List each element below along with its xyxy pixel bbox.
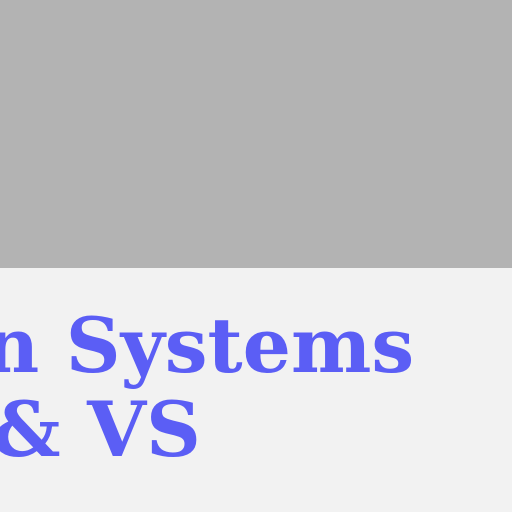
hero-image-placeholder	[0, 0, 512, 268]
content-panel: n Systems & VS	[0, 268, 512, 512]
page-title-line-1: n Systems	[0, 301, 415, 390]
page-title-line-2: & VS	[0, 385, 201, 474]
